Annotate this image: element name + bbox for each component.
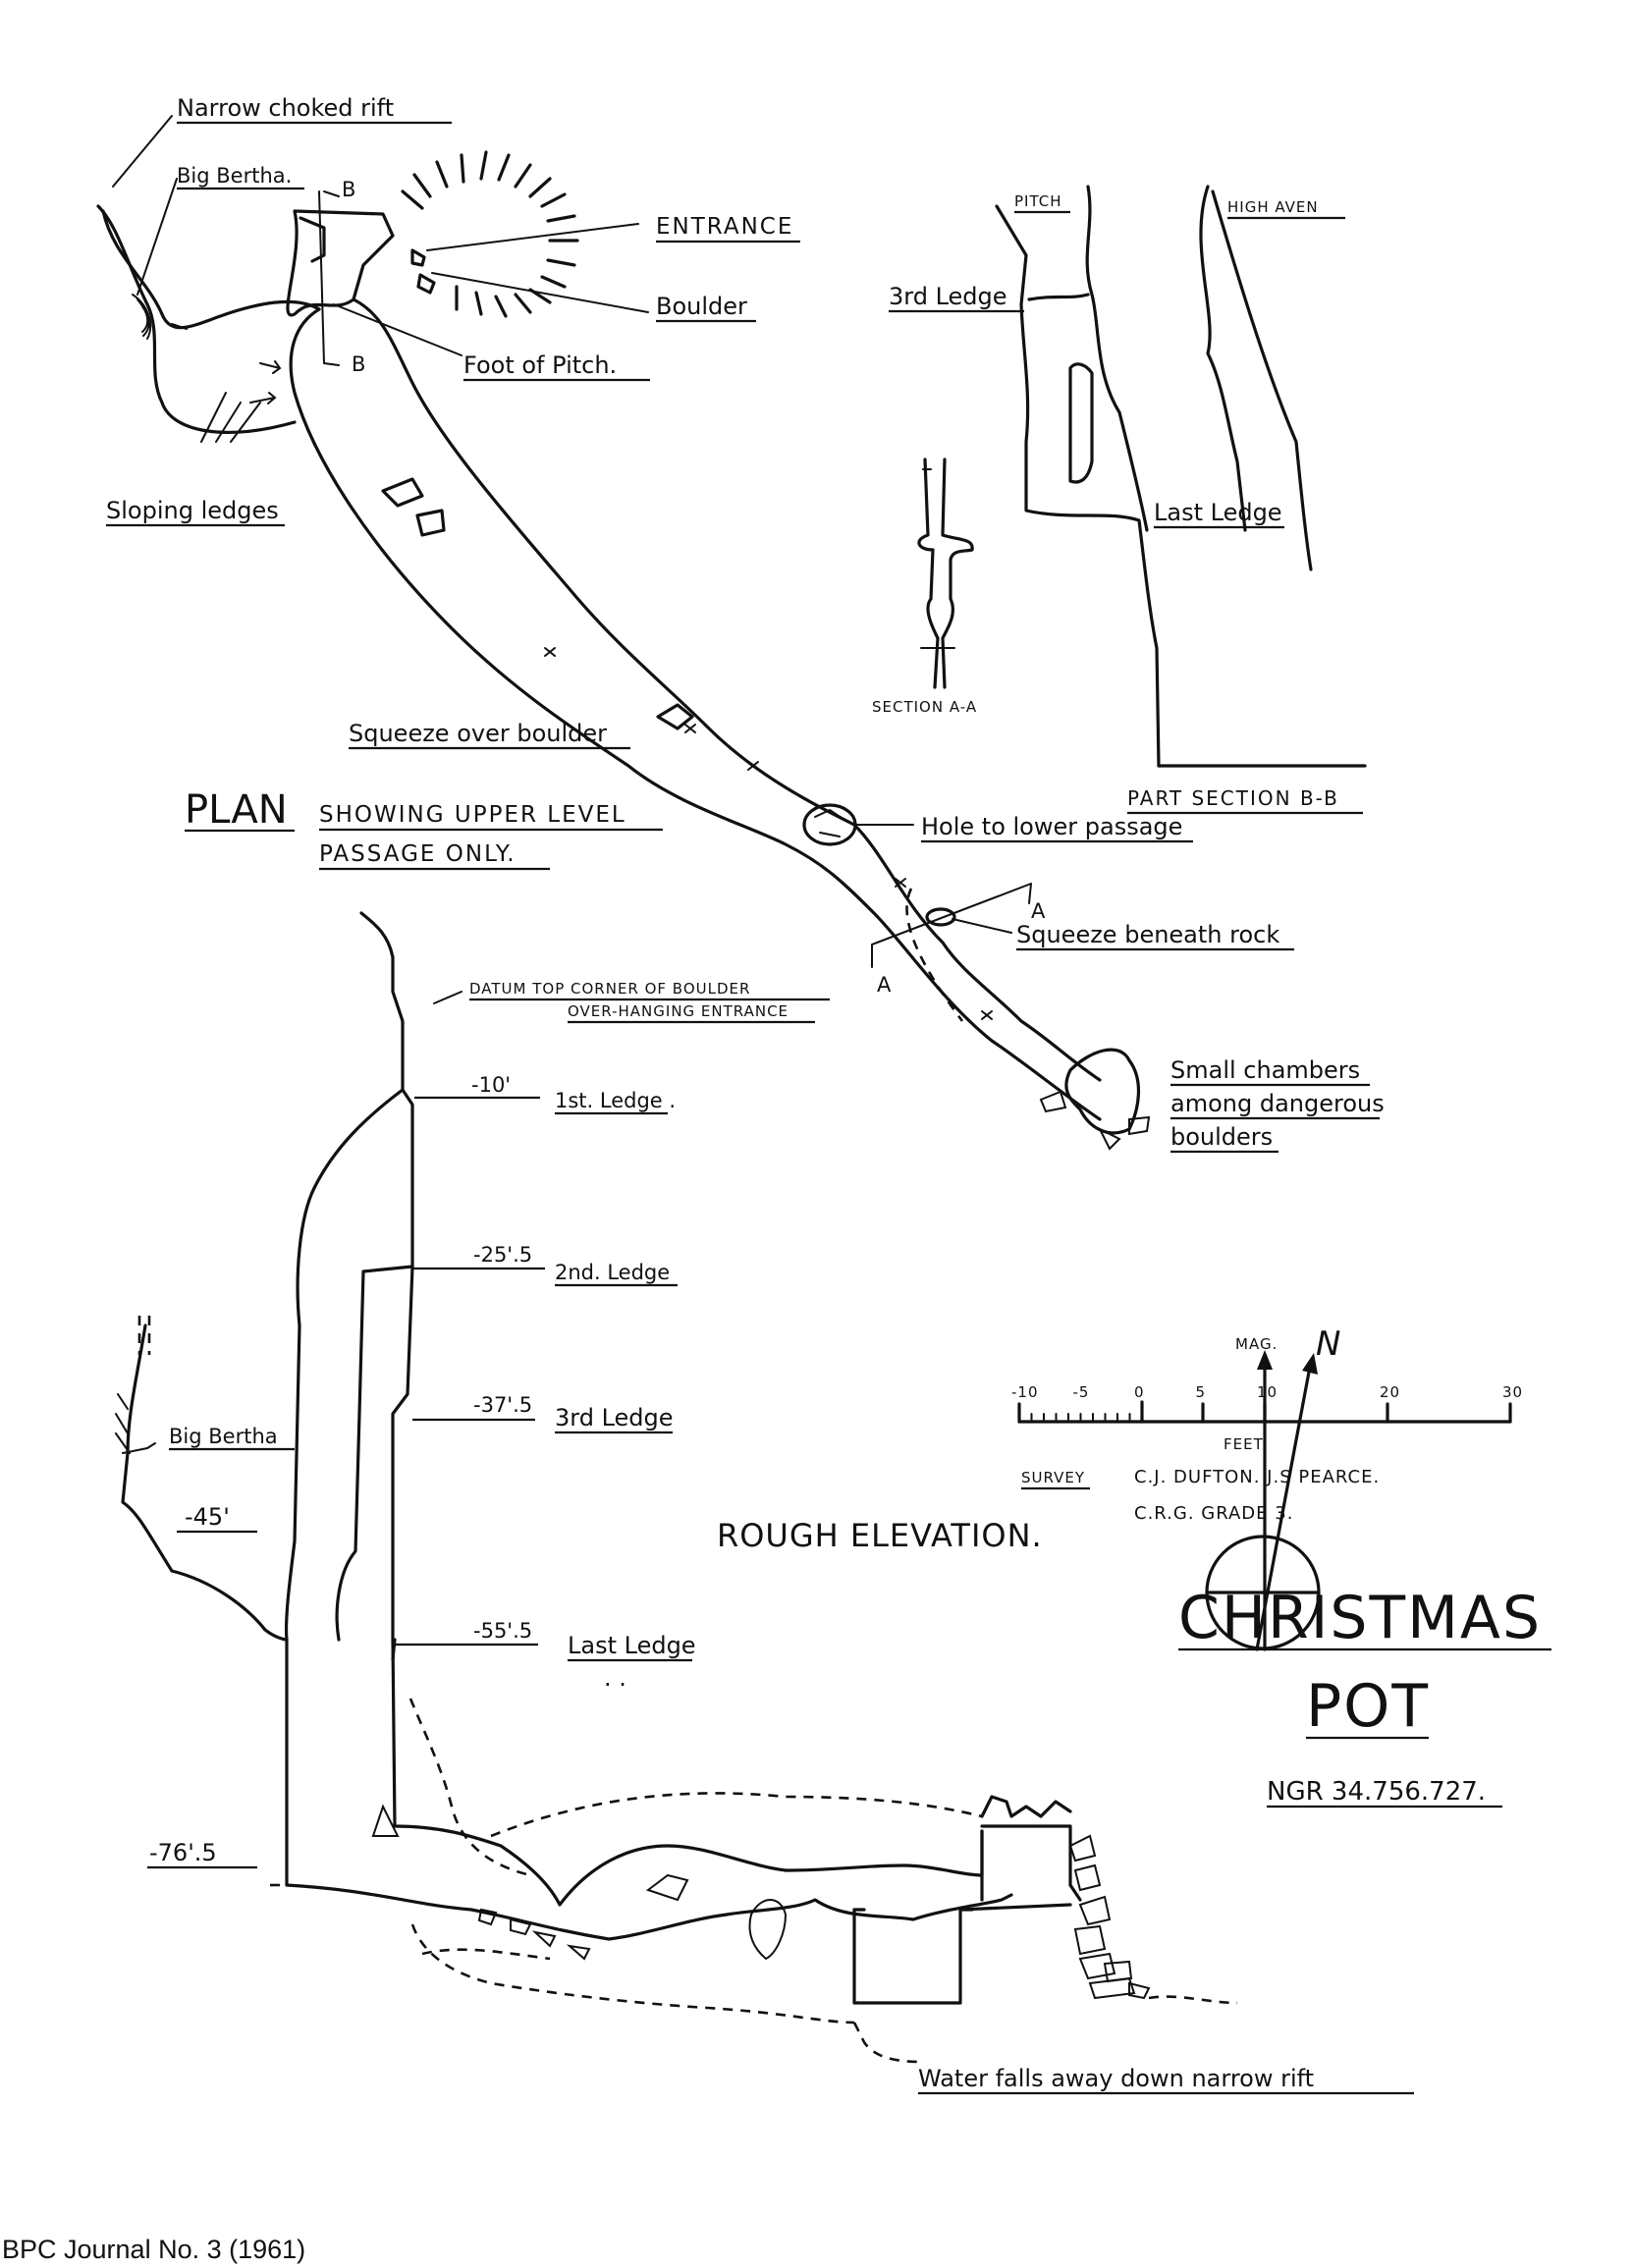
surveyors: C.J. DUFTON. J.S PEARCE. [1134,1467,1380,1487]
label-squeeze-over-boulder: Squeeze over boulder [349,720,607,747]
label-boulder: Boulder [656,293,747,320]
label-small-chambers-3: boulders [1170,1123,1273,1151]
section-bb-third-ledge: 3rd Ledge [889,283,1007,310]
label-narrow-choked-rift: Narrow choked rift [177,94,394,122]
plan-passage-outline [96,190,1151,1151]
section-aa-title: SECTION A-A [872,698,977,716]
label-hole-to-lower-passage: Hole to lower passage [921,813,1182,840]
depth-last-ledge: -55'.5 [473,1619,532,1643]
label-small-chambers-2: among dangerous [1170,1090,1385,1117]
label-3rd-ledge: 3rd Ledge [555,1404,674,1431]
north-mag-label: MAG. [1235,1335,1278,1353]
scale-tick-label: 10 [1257,1383,1278,1401]
scale-tick-labels: -10 -5 0 5 10 20 30 [1011,1383,1523,1401]
scale-tick-label: 5 [1196,1383,1207,1401]
plan-title: PLAN [185,787,288,833]
elevation-title: ROUGH ELEVATION. [717,1517,1043,1554]
plan-subtitle-1: SHOWING UPPER LEVEL [319,802,626,828]
label-big-bertha-plan: Big Bertha. [177,164,292,188]
label-foot-of-pitch: Foot of Pitch. [463,351,617,379]
section-bb-title: PART SECTION B-B [1127,786,1339,810]
label-water-falls: Water falls away down narrow rift [918,2065,1314,2092]
scale-tick-label: 20 [1380,1383,1400,1401]
label-entrance: ENTRANCE [656,214,793,240]
label-squeeze-beneath-rock: Squeeze beneath rock [1016,921,1279,948]
scale-tick-label: 0 [1134,1383,1145,1401]
plan-leader-lines [112,115,1012,934]
journal-footer: BPC Journal No. 3 (1961) [2,2235,306,2264]
depth-3rd-ledge: -37'.5 [473,1393,532,1417]
marker-b-top: B [342,178,355,201]
elevation-drawing [115,911,1238,2064]
plan-subtitle-2: PASSAGE ONLY. [319,841,517,867]
north-true-label: N [1316,1324,1340,1364]
scale-tick-label: -10 [1011,1383,1039,1401]
label-sloping-ledges: Sloping ledges [106,497,279,524]
elevation-datum-2: OVER-HANGING ENTRANCE [568,1002,789,1020]
survey-label: SURVEY [1021,1469,1085,1486]
scale-unit: FEET. [1224,1435,1268,1453]
scale-tick-label: -5 [1073,1383,1090,1401]
depth-76-5: -76'.5 [149,1839,217,1866]
scale-tick-label: 30 [1502,1383,1523,1401]
cave-name-line-2: POT [1306,1672,1430,1741]
depth-1st-ledge: -10' [471,1073,511,1097]
label-last-ledge: Last Ledge [568,1632,696,1659]
label-small-chambers-1: Small chambers [1170,1056,1360,1084]
last-ledge-dots: . . [604,1664,626,1692]
label-big-bertha-elevation: Big Bertha [169,1425,278,1448]
section-bb-pitch: PITCH [1014,192,1062,210]
cave-name-line-1: CHRISTMAS [1178,1584,1542,1652]
marker-a-right: A [1031,899,1046,923]
marker-a-left: A [877,973,892,997]
section-bb-high-aven: HIGH AVEN [1227,198,1319,216]
entrance-shaft-hachures [401,150,579,318]
section-bb-drawing [995,185,1367,768]
label-1st-ledge: 1st. Ledge . [555,1089,676,1112]
cave-ngr: NGR 34.756.727. [1267,1777,1486,1807]
depth-2nd-ledge: -25'.5 [473,1243,532,1267]
section-aa-drawing [917,458,974,689]
marker-b-bottom: B [352,352,365,376]
depth-45: -45' [185,1503,230,1531]
survey-grade: C.R.G. GRADE 3. [1134,1503,1293,1524]
elevation-depth-lines [147,991,545,1869]
label-2nd-ledge: 2nd. Ledge [555,1261,670,1284]
scale-bar [1017,1400,1512,1424]
section-bb-last-ledge: Last Ledge [1154,499,1282,526]
elevation-datum-1: DATUM TOP CORNER OF BOULDER [469,980,750,998]
